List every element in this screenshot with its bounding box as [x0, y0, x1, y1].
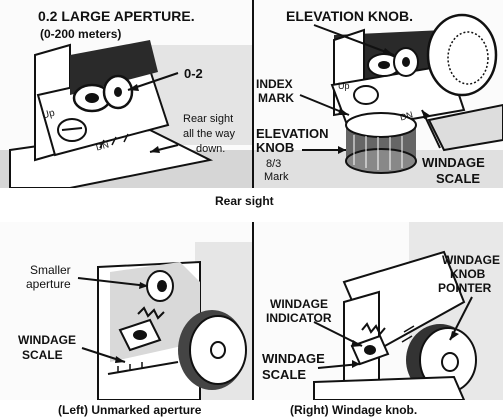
label-mark-line1: 8/3 [266, 158, 282, 170]
label-rear-sight-line1: Rear sight [183, 113, 234, 125]
label-windage-knob-pointer-line2: KNOB [450, 267, 486, 281]
panel-divider-bottom [252, 222, 254, 400]
label-windage-scale-line1: WINDAGE [18, 333, 76, 347]
label-windage-scale-line1: WINDAGE [422, 155, 485, 170]
large-aperture-subtitle: (0-200 meters) [40, 27, 122, 41]
panel-unmarked-aperture: Smaller aperture WINDAGE SCALE [0, 222, 252, 400]
caption-rear-sight: Rear sight [215, 194, 274, 208]
elevation-knob-title: ELEVATION KNOB. [286, 8, 414, 24]
windage-knob-illustration [313, 222, 503, 400]
label-mark-line2: Mark [264, 171, 289, 183]
label-windage-knob-pointer-line3: POINTER [438, 281, 492, 295]
large-aperture-illustration [0, 40, 252, 188]
panel-windage-knob: WINDAGE KNOB POINTER WINDAGE INDICATOR W… [254, 222, 503, 400]
label-windage-indicator-line2: INDICATOR [266, 311, 332, 325]
label-smaller-aperture-line2: aperture [26, 277, 71, 291]
label-windage-indicator-line1: WINDAGE [270, 297, 328, 311]
panel-divider-top [252, 0, 254, 188]
label-windage-scale-line2: SCALE [262, 367, 307, 382]
label-windage-knob-pointer-line1: WINDAGE [442, 253, 500, 267]
elevation-knob-illustration [254, 13, 503, 188]
caption-unmarked-aperture: (Left) Unmarked aperture [58, 403, 202, 417]
unmarked-aperture-illustration [77, 242, 252, 400]
label-02: 0-2 [184, 66, 203, 81]
label-index-line1: INDEX [256, 77, 293, 91]
label-windage-scale-line2: SCALE [22, 348, 63, 362]
label-windage-scale-line1: WINDAGE [262, 351, 325, 366]
caption-windage-knob: (Right) Windage knob. [290, 403, 418, 417]
label-rear-sight-line3: down. [196, 143, 226, 155]
large-aperture-title: 0.2 LARGE APERTURE. [38, 8, 195, 24]
label-elevation-line2: KNOB [256, 140, 295, 155]
label-smaller-aperture-line1: Smaller [30, 263, 71, 277]
label-index-line2: MARK [258, 91, 294, 105]
panel-elevation-knob: ELEVATION KNOB. INDEX MARK ELEVATION KNO… [254, 0, 503, 188]
label-rear-sight-line2: all the way [183, 128, 235, 140]
panel-large-aperture: 0.2 LARGE APERTURE. (0-200 meters) 0-2 R… [0, 0, 252, 188]
label-elevation-line1: ELEVATION [256, 126, 329, 141]
label-windage-scale-line2: SCALE [436, 171, 481, 186]
engraving-up: Up [338, 81, 350, 91]
